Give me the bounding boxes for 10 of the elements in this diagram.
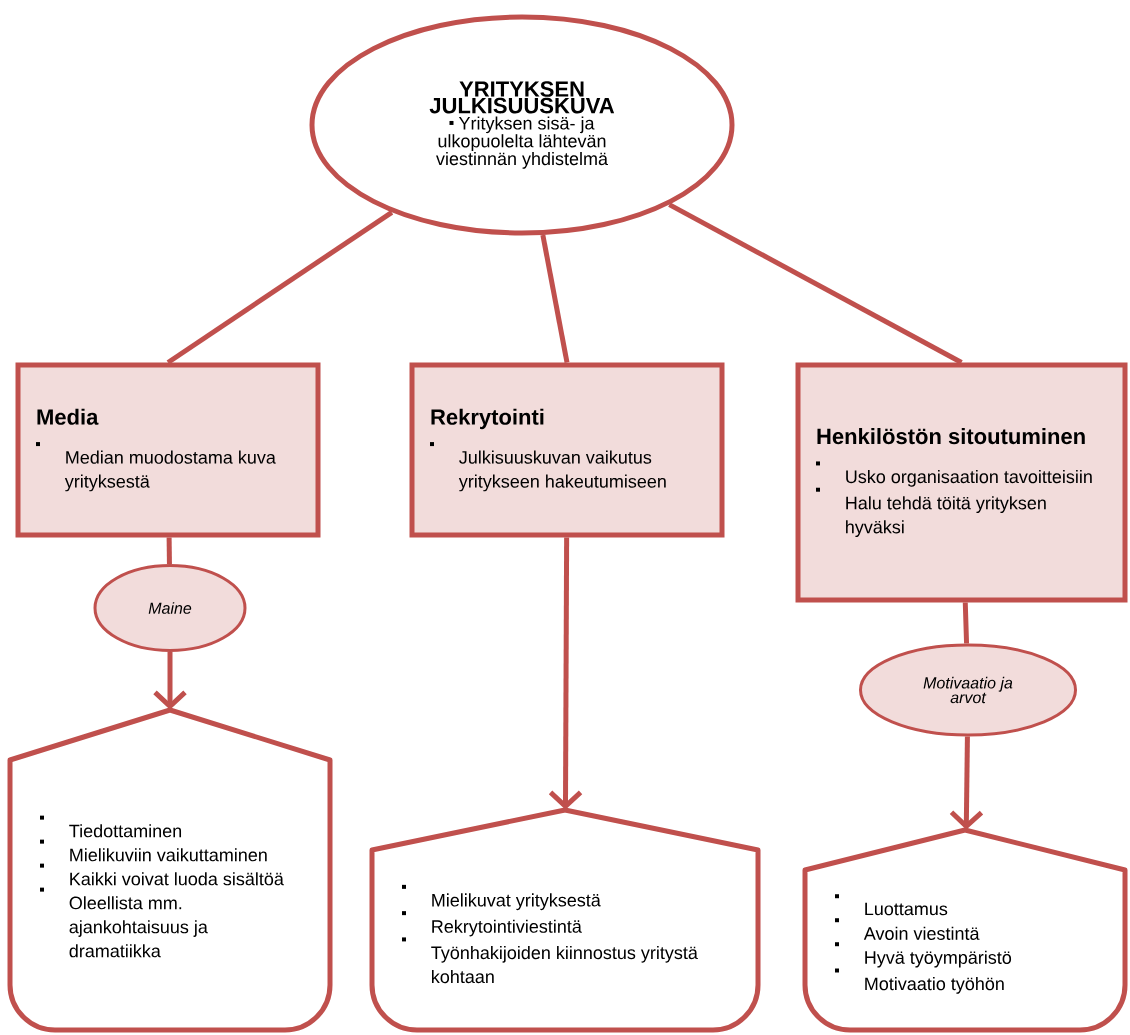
connector-line (166, 537, 172, 565)
connector-line (668, 202, 963, 365)
arrow (548, 537, 583, 810)
connector-line (166, 210, 394, 365)
connector-line (540, 234, 570, 363)
topic-box: Henkilöstön sitoutuminen Usko organisaation tavoitteisiin Halu tehdä töitä yrityksen hyväksi (795, 362, 1128, 603)
topic-box: Media Median muodostama kuva yrityksestä (15, 362, 321, 538)
arrow (949, 736, 984, 830)
connector-line (962, 602, 970, 644)
topic-box: Rekrytointi Julkisuuskuvan vaikutus yritykseen hakeutumiseen (409, 362, 725, 538)
